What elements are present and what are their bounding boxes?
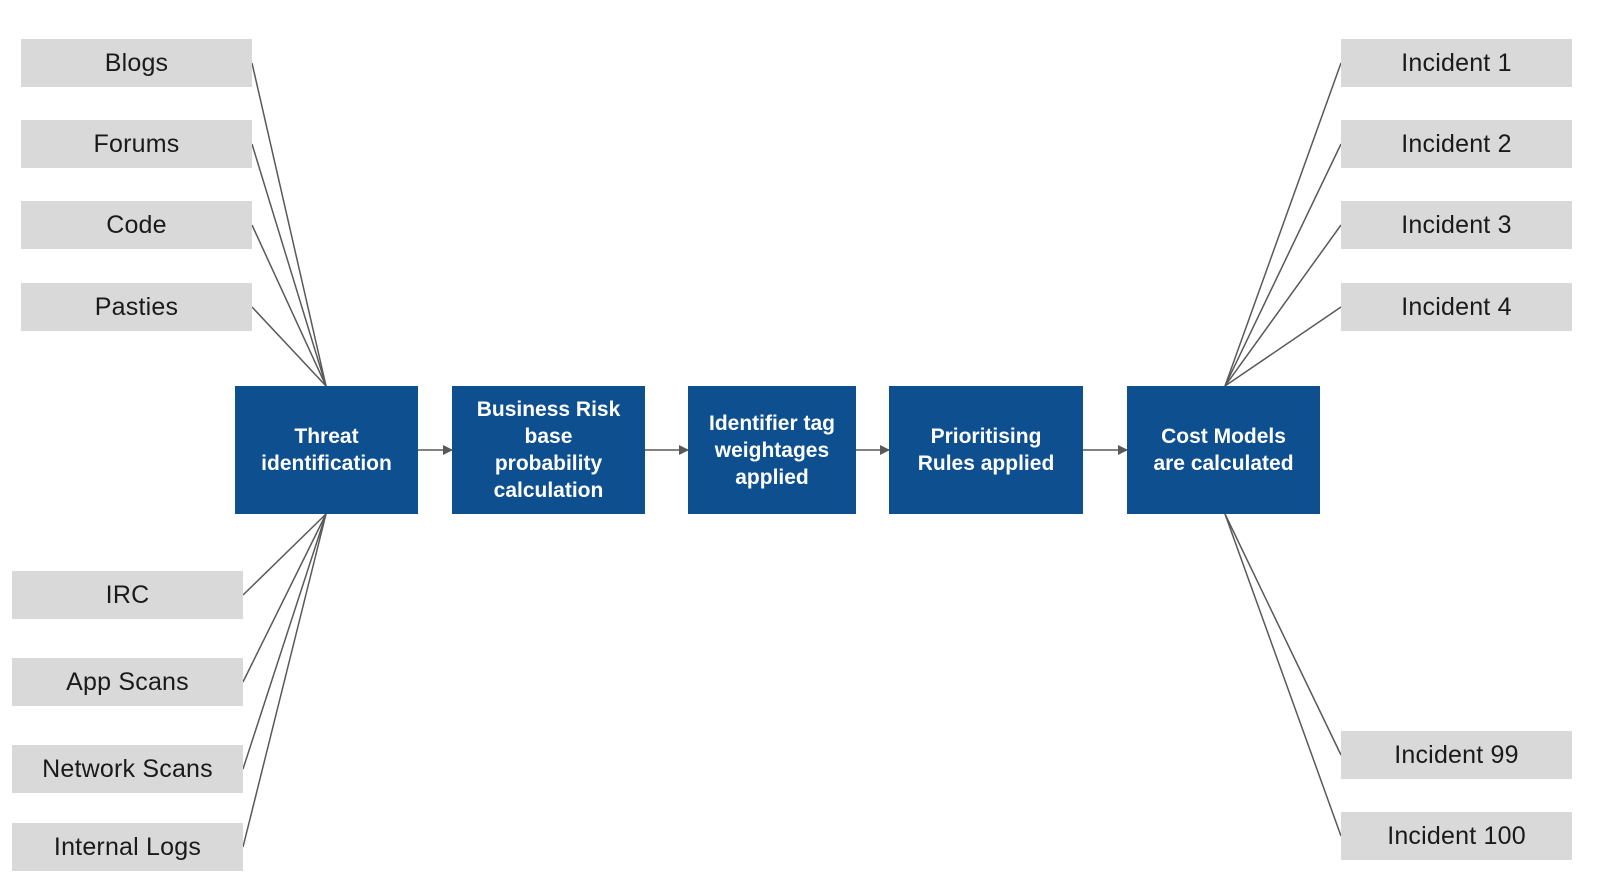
- source-irc: IRC: [12, 571, 243, 619]
- source-network-scans: Network Scans: [12, 745, 243, 793]
- incident-1: Incident 1: [1341, 39, 1572, 87]
- incident-label: Incident 1: [1401, 48, 1512, 77]
- connector-internal-logs: [242, 513, 327, 848]
- incident-3: Incident 3: [1341, 201, 1572, 249]
- connector-forums: [251, 143, 327, 387]
- connector-irc: [242, 513, 327, 596]
- connector-incident-100: [1224, 513, 1342, 837]
- step-threat-identification: Threat identification: [235, 386, 418, 514]
- connector-incident-1: [1224, 62, 1342, 387]
- source-label: Blogs: [104, 48, 169, 77]
- connector-incident-4: [1224, 306, 1342, 387]
- step-label: Threat identification: [261, 425, 392, 475]
- incident-4: Incident 4: [1341, 283, 1572, 331]
- source-pasties: Pasties: [21, 283, 252, 331]
- source-forums: Forums: [21, 120, 252, 168]
- incident-label: Incident 99: [1394, 740, 1519, 769]
- source-code: Code: [21, 201, 252, 249]
- incident-99: Incident 99: [1341, 731, 1572, 779]
- connector-incident-2: [1224, 143, 1342, 387]
- source-label: Forums: [93, 129, 180, 158]
- source-blogs: Blogs: [21, 39, 252, 87]
- connector-app-scans: [242, 513, 327, 683]
- incident-label: Incident 100: [1387, 821, 1526, 850]
- source-label: Network Scans: [42, 754, 213, 783]
- connector-pasties: [251, 306, 327, 387]
- step-label: Business Risk base probability calculati…: [476, 398, 621, 502]
- connector-incident-3: [1224, 224, 1342, 387]
- connector-network-scans: [242, 513, 327, 770]
- source-label: IRC: [105, 580, 150, 609]
- incident-2: Incident 2: [1341, 120, 1572, 168]
- connector-code: [251, 224, 327, 387]
- connector-incident-99: [1224, 513, 1342, 756]
- source-app-scans: App Scans: [12, 658, 243, 706]
- step-label: Cost Models are calculated: [1153, 425, 1294, 475]
- incident-100: Incident 100: [1341, 812, 1572, 860]
- source-label: Pasties: [94, 292, 179, 321]
- step-cost-models: Cost Models are calculated: [1127, 386, 1320, 514]
- step-identifier-tag: Identifier tag weightages applied: [688, 386, 856, 514]
- incident-label: Incident 3: [1401, 210, 1512, 239]
- incident-label: Incident 4: [1401, 292, 1512, 321]
- source-label: Internal Logs: [53, 832, 202, 861]
- source-label: Code: [106, 210, 167, 239]
- connector-blogs: [251, 62, 327, 387]
- source-internal-logs: Internal Logs: [12, 823, 243, 871]
- step-prioritising-rules: Prioritising Rules applied: [889, 386, 1083, 514]
- step-business-risk: Business Risk base probability calculati…: [452, 386, 645, 514]
- incident-label: Incident 2: [1401, 129, 1512, 158]
- source-label: App Scans: [66, 667, 189, 696]
- step-label: Identifier tag weightages applied: [708, 411, 835, 489]
- step-label: Prioritising Rules applied: [917, 425, 1055, 475]
